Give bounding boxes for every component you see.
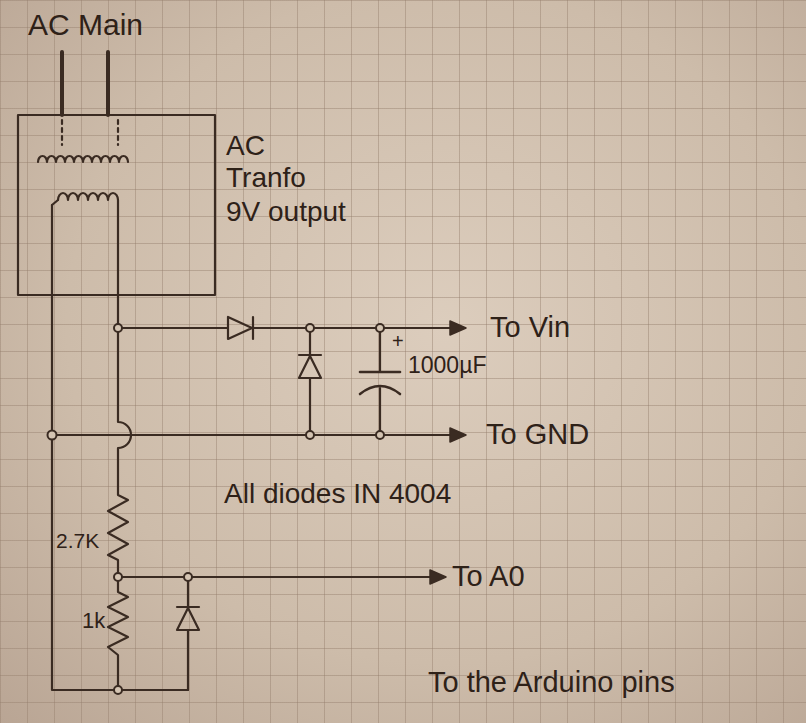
diode-symbol bbox=[228, 317, 252, 339]
primary-lead bbox=[61, 120, 63, 145]
pin-label: To Vin bbox=[490, 311, 570, 344]
value-label: 1k bbox=[82, 608, 105, 633]
transformer-label: 9V output bbox=[226, 196, 346, 228]
primary-coil bbox=[38, 156, 128, 162]
capacitor-plate bbox=[360, 371, 400, 374]
polarity-mark: + bbox=[392, 330, 404, 353]
junction-dot bbox=[114, 686, 122, 694]
capacitor-plate bbox=[360, 386, 400, 394]
arrowhead bbox=[450, 321, 466, 335]
gnd-wire bbox=[52, 434, 452, 436]
capacitor-wire bbox=[379, 328, 381, 435]
arrowhead bbox=[430, 570, 446, 584]
diode-symbol bbox=[299, 356, 321, 378]
pin-label: To A0 bbox=[452, 560, 525, 593]
junction-dot bbox=[114, 573, 122, 581]
junction-dot bbox=[184, 573, 192, 581]
pin-label: To GND bbox=[486, 418, 589, 451]
junction-dot bbox=[114, 324, 122, 332]
diode-bar bbox=[177, 606, 199, 608]
secondary-coil bbox=[58, 193, 118, 200]
a0-wire bbox=[118, 576, 432, 578]
note-label: To the Arduino pins bbox=[428, 666, 675, 699]
plug-prong bbox=[60, 52, 64, 115]
heading-label: AC Main bbox=[28, 8, 143, 43]
value-label: 2.7K bbox=[56, 529, 99, 553]
transformer-housing bbox=[18, 115, 215, 295]
resistor-divider-wire bbox=[108, 200, 131, 690]
diode-wire bbox=[309, 328, 311, 435]
junction-dot bbox=[376, 431, 384, 439]
junction-dot bbox=[306, 324, 314, 332]
plug-prong bbox=[106, 52, 110, 115]
junction-dot bbox=[376, 324, 384, 332]
secondary-lead bbox=[52, 200, 58, 205]
arrowhead bbox=[450, 428, 466, 442]
primary-lead bbox=[117, 120, 119, 145]
junction-dot bbox=[48, 431, 57, 440]
transformer-label: Tranfo bbox=[226, 162, 306, 194]
supply-wire bbox=[118, 327, 452, 329]
diode-bar bbox=[299, 354, 321, 356]
note-label: All diodes IN 4004 bbox=[224, 478, 451, 510]
transformer-label: AC bbox=[226, 130, 265, 162]
diode-symbol bbox=[177, 608, 199, 630]
diode-wire bbox=[187, 577, 189, 690]
junction-dot bbox=[306, 431, 314, 439]
value-label: 1000µF bbox=[408, 352, 486, 378]
diode-bar bbox=[252, 317, 254, 339]
